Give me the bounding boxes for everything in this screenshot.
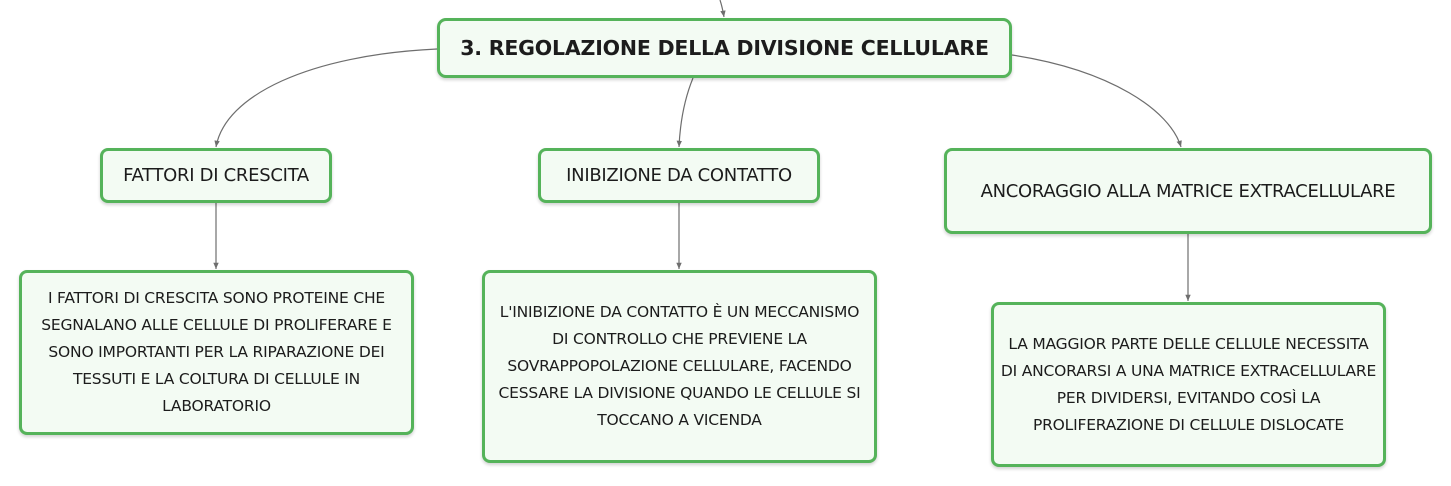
incoming-connector — [719, 0, 726, 18]
topic-node-fattori-di-crescita[interactable]: FATTORI DI CRESCITA — [100, 148, 332, 203]
detail-node-fattori-di-crescita[interactable]: I FATTORI DI CRESCITA SONO PROTEINE CHE … — [19, 270, 414, 435]
connector-root-to-topic-3 — [1011, 54, 1182, 148]
detail-text: L'INIBIZIONE DA CONTATTO È UN MECCANISMO… — [498, 303, 861, 429]
detail-node-inibizione-da-contatto[interactable]: L'INIBIZIONE DA CONTATTO È UN MECCANISMO… — [482, 270, 877, 463]
root-node[interactable]: 3. REGOLAZIONE DELLA DIVISIONE CELLULARE — [437, 18, 1012, 78]
connector-root-to-topic-1 — [214, 48, 438, 148]
detail-text: I FATTORI DI CRESCITA SONO PROTEINE CHE … — [41, 289, 392, 415]
detail-node-ancoraggio[interactable]: LA MAGGIOR PARTE DELLE CELLULE NECESSITA… — [991, 302, 1386, 467]
root-node-label: 3. REGOLAZIONE DELLA DIVISIONE CELLULARE — [460, 36, 989, 60]
topic-label: INIBIZIONE DA CONTATTO — [566, 165, 792, 186]
topic-node-inibizione-da-contatto[interactable]: INIBIZIONE DA CONTATTO — [538, 148, 820, 203]
topic-node-ancoraggio[interactable]: ANCORAGGIO ALLA MATRICE EXTRACELLULARE — [944, 148, 1432, 234]
topic-label: ANCORAGGIO ALLA MATRICE EXTRACELLULARE — [980, 180, 1396, 202]
connector-root-to-topic-2 — [676, 77, 694, 148]
detail-text: LA MAGGIOR PARTE DELLE CELLULE NECESSITA… — [1000, 334, 1377, 434]
topic-label: FATTORI DI CRESCITA — [123, 165, 309, 186]
